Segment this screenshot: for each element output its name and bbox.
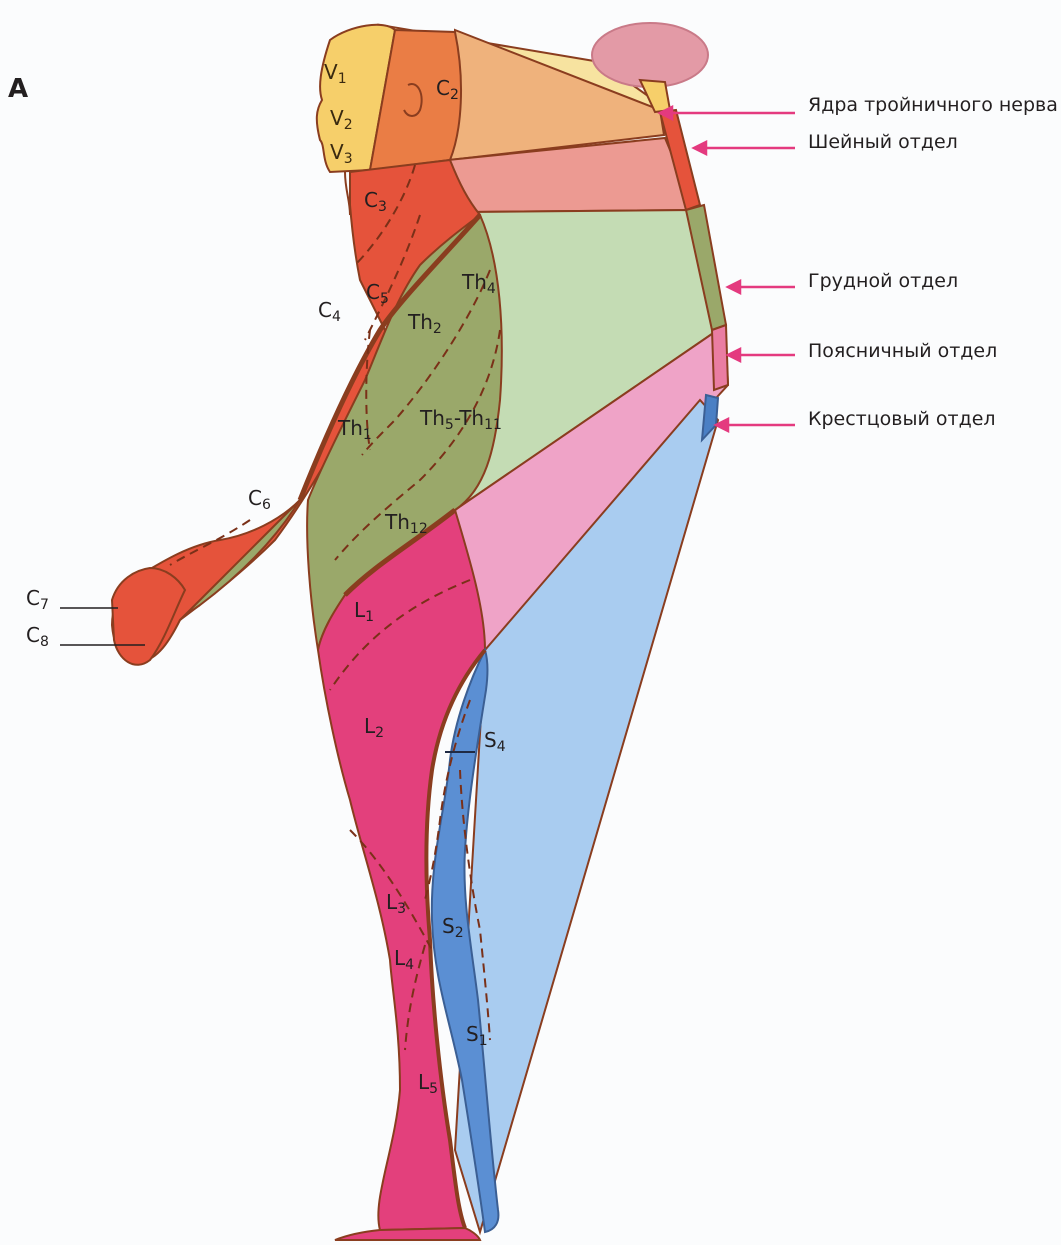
label-c7: C7: [26, 588, 49, 612]
callout-lumbar: Поясничный отдел: [808, 342, 997, 361]
label-th2: Th2: [408, 312, 442, 336]
callout-trigeminal: Ядра тройничного нерва: [808, 96, 1058, 115]
label-l4: L4: [394, 948, 414, 972]
label-th12: Th12: [385, 512, 428, 536]
callout-cervical: Шейный отдел: [808, 133, 958, 152]
label-s1: S1: [466, 1024, 488, 1048]
callout-thoracic: Грудной отдел: [808, 272, 958, 291]
label-c3: C3: [364, 190, 387, 214]
foot-shape: [335, 1228, 480, 1240]
arrowhead-thoracic: [728, 281, 740, 293]
label-s2: S2: [442, 916, 464, 940]
spinal-cord-lumbar: [712, 325, 728, 390]
label-l1: L1: [354, 600, 374, 624]
callout-sacral: Крестцовый отдел: [808, 410, 996, 429]
brain-shape: [592, 23, 708, 87]
label-c8: C8: [26, 625, 49, 649]
label-c5: C5: [366, 282, 389, 306]
panel-letter: A: [8, 74, 28, 104]
hand-shape: [112, 568, 185, 665]
label-v3: V3: [330, 142, 353, 166]
label-c6: C6: [248, 488, 271, 512]
label-l5: L5: [418, 1072, 438, 1096]
label-s4: S4: [484, 730, 506, 754]
label-th5-th11: Th5-Th11: [420, 408, 502, 432]
label-v1: V1: [324, 62, 347, 86]
arrowhead-lumbar: [728, 349, 740, 361]
label-th1: Th1: [338, 418, 372, 442]
label-c2: C2: [436, 78, 459, 102]
label-c4: C4: [318, 300, 341, 324]
label-l2: L2: [364, 716, 384, 740]
label-th4: Th4: [462, 272, 496, 296]
label-v2: V2: [330, 108, 353, 132]
arrowhead-cervical: [694, 142, 706, 154]
label-l3: L3: [386, 892, 406, 916]
